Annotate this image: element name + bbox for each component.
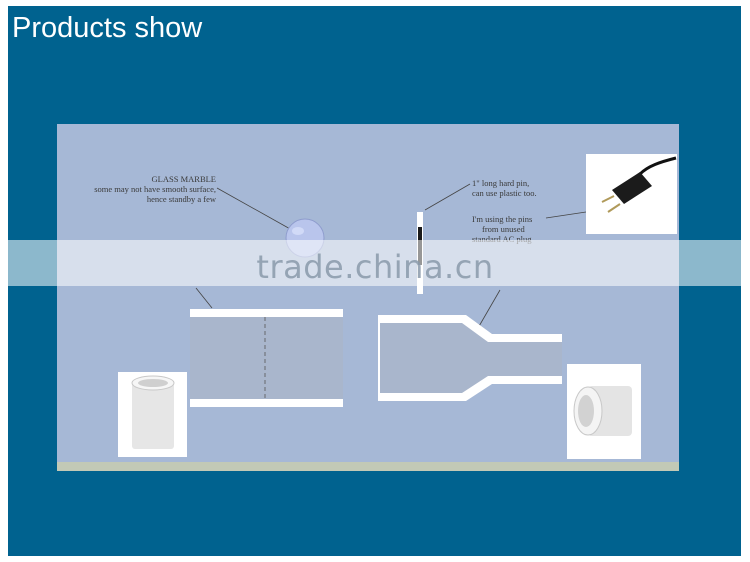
marble-note-line: some may not have smooth surface, — [94, 184, 216, 194]
pipe-leader-left — [195, 287, 213, 309]
reducer-photo — [567, 364, 641, 459]
plug-leader — [545, 211, 587, 219]
pin-note: 1" long hard pin, can use plastic too. — [472, 178, 572, 198]
plug-note-line: standard AC plug — [472, 234, 532, 244]
pipe-leader-right — [477, 289, 501, 329]
ac-plug-photo — [586, 154, 677, 234]
plug-note-line: I'm using the pins — [472, 214, 533, 224]
marble-note-line: hence standby a few — [146, 194, 216, 204]
straight-pipe-icon — [190, 309, 343, 407]
pin-leader — [424, 183, 471, 211]
plug-note-line: from unused — [482, 224, 525, 234]
pin-note-line: 1" long hard pin, — [472, 178, 530, 188]
watermark-text: trade.china.cn — [256, 248, 494, 286]
pin-note-line: can use plastic too. — [472, 188, 537, 198]
watermark-band — [8, 240, 741, 286]
ground-strip — [57, 462, 679, 471]
plug-note: I'm using the pins from unused standard … — [472, 214, 572, 244]
reducer-pipe-icon — [378, 315, 562, 401]
coupling-photo — [118, 372, 187, 457]
marble-leader — [216, 187, 293, 231]
marble-note: GLASS MARBLE some may not have smooth su… — [70, 174, 216, 204]
page-title: Products show — [12, 12, 203, 44]
marble-note-line: GLASS MARBLE — [151, 174, 216, 184]
